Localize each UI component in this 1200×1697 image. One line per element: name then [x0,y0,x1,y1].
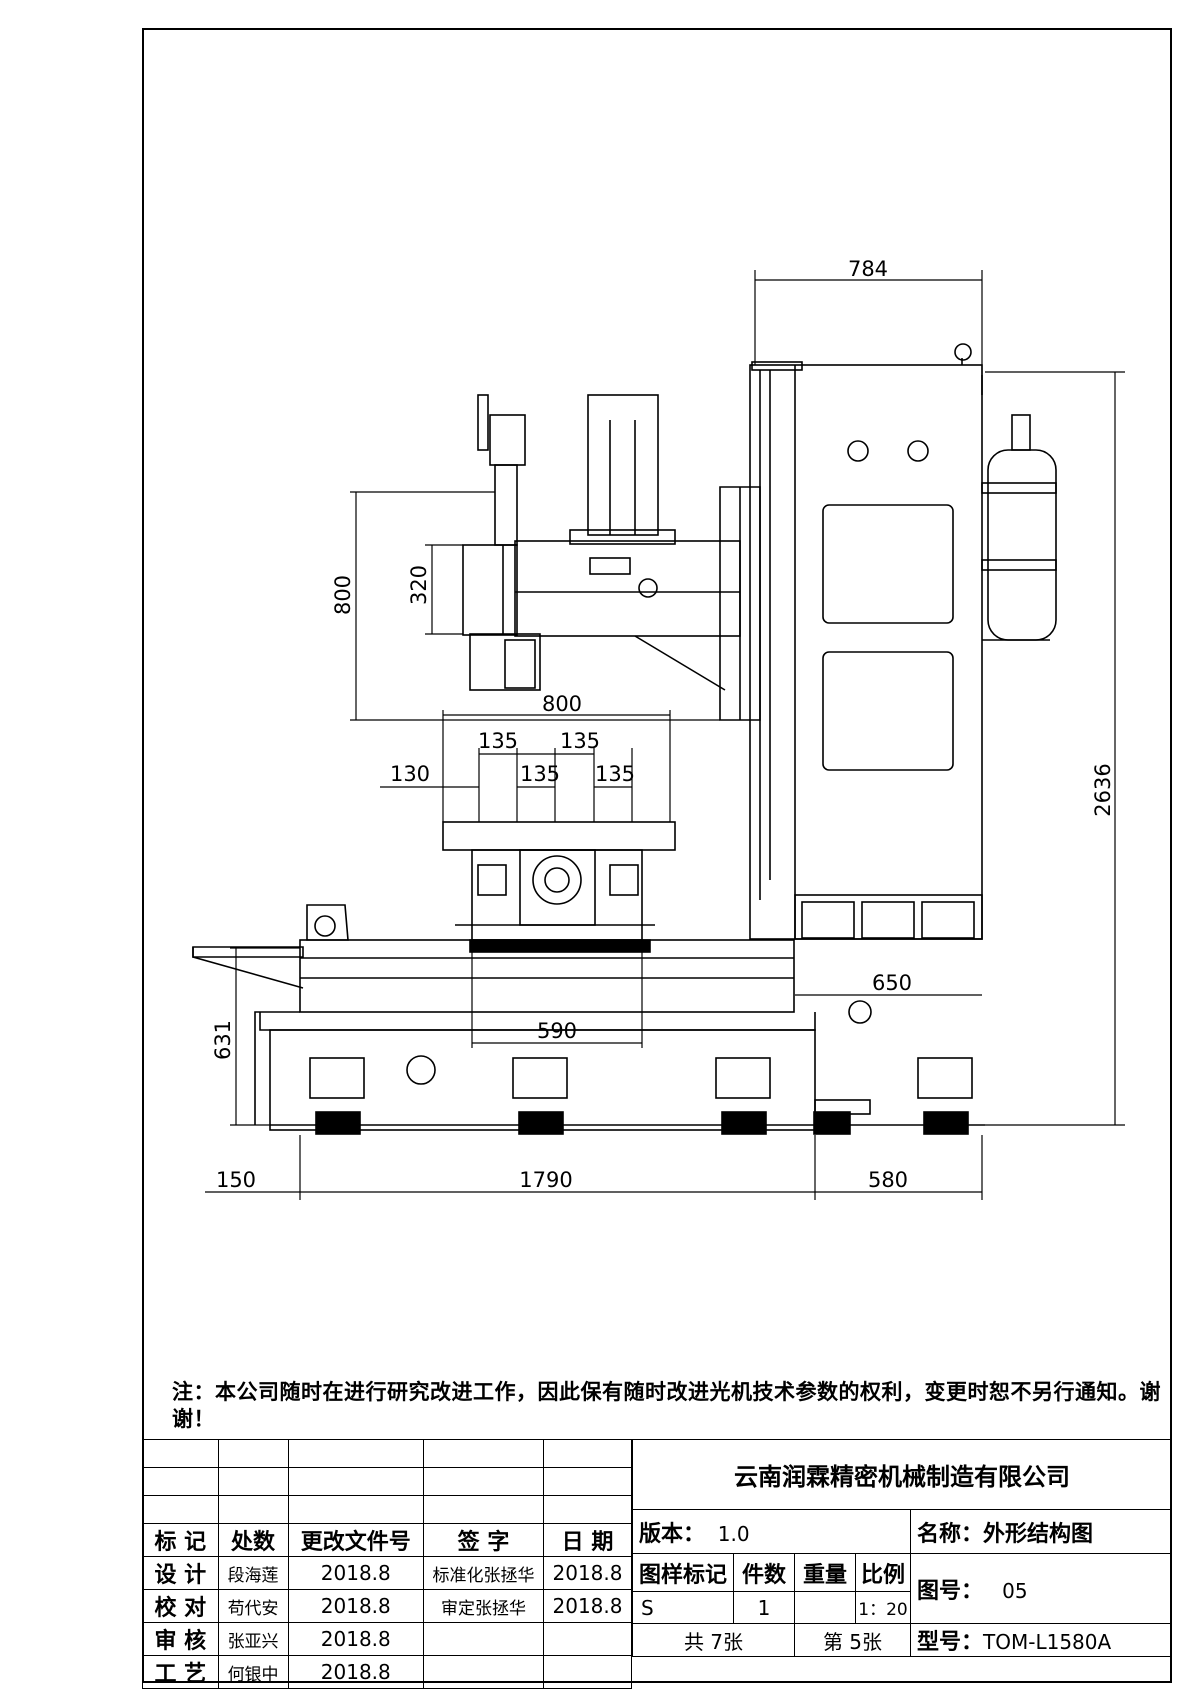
air-tank [981,414,1057,641]
role-process: 工 艺 [142,1655,219,1689]
revision-table: 标 记 处数 更改文件号 签 字 日 期 设 计 段海莲 2018.8 标准化张… [142,1439,632,1689]
model-cell: 型号：TOM-L1580A [910,1623,1172,1657]
machine-bed [192,904,985,1135]
date-design: 2018.8 [287,1556,425,1590]
dim-800-vertical: 800 [331,575,355,615]
dim-135-d: 135 [595,762,635,786]
role-standardization: 标准化张拯华 [423,1556,544,1590]
name-check: 苟代安 [217,1589,289,1623]
dim-784: 784 [848,257,888,281]
disclaimer-note: 注：本公司随时在进行研究改进工作，因此保有随时改进光机技术参数的权利，变更时恕不… [172,1380,1161,1431]
dim-650: 650 [872,971,912,995]
name-cell: 名称：外形结构图 [910,1509,1172,1554]
dim-580: 580 [868,1168,908,1192]
dim-150: 150 [216,1168,256,1192]
role-design: 设 计 [142,1556,219,1590]
count-value: 1 [733,1591,795,1624]
drawing-frame [142,28,1172,1683]
mark-value: S [632,1591,734,1624]
date-process: 2018.8 [287,1655,425,1689]
role-check: 校 对 [142,1589,219,1623]
name-design: 段海莲 [217,1556,289,1590]
name-review: 张亚兴 [217,1622,289,1656]
version-label: 版本： [639,1521,706,1547]
dim-135-c: 135 [520,762,560,786]
role-review: 审 核 [142,1622,219,1656]
date-approval: 2018.8 [543,1589,632,1623]
spindle-head [462,394,761,721]
name-process: 何银中 [217,1655,289,1689]
name-standardization: 张拯华 [483,1565,535,1586]
name-value: 外形结构图 [983,1521,1094,1547]
drawing-no-cell: 图号： 05 [910,1553,1172,1624]
model-value: TOM-L1580A [983,1630,1112,1654]
role-approval-label: 审定 [441,1598,476,1619]
rotary-table [442,821,676,941]
header-date: 日 期 [543,1523,632,1557]
dim-2636: 2636 [1091,763,1115,816]
name-label: 名称： [917,1521,984,1547]
version-value: 1.0 [717,1521,750,1546]
weight-value [794,1591,856,1624]
dim-590: 590 [537,1019,577,1043]
header-mark: 标 记 [142,1523,219,1557]
date-review: 2018.8 [287,1622,425,1656]
total-sheets: 共 7张 [632,1623,795,1657]
dim-800-horizontal: 800 [542,692,582,716]
drawing-no-label: 图号： [917,1578,984,1604]
col-weight: 重量 [794,1553,856,1592]
header-signature: 签 字 [423,1523,544,1557]
dim-135-b: 135 [560,729,600,753]
sheet-number: 第 5张 [794,1623,911,1657]
machine-column [749,343,983,940]
model-label: 型号： [917,1630,984,1655]
title-table: 云南润霖精密机械制造有限公司 版本： 1.0 名称：外形结构图 图样标记 件数 … [632,1439,1172,1657]
name-approval: 张拯华 [475,1598,527,1619]
role-standardization-label: 标准化 [432,1565,484,1586]
header-change-doc: 更改文件号 [287,1523,425,1557]
col-count: 件数 [733,1553,795,1592]
date-standardization: 2018.8 [543,1556,632,1590]
dim-631: 631 [211,1020,235,1060]
drawing-no-value: 05 [1002,1578,1028,1603]
dim-135-a: 135 [478,729,518,753]
role-approval: 审定张拯华 [423,1589,544,1623]
header-count: 处数 [217,1523,289,1557]
company-name: 云南润霖精密机械制造有限公司 [632,1439,1172,1510]
col-scale: 比例 [855,1553,911,1592]
col-drawing-mark: 图样标记 [632,1553,734,1592]
dimension-lines [205,270,1125,1200]
dimension-labels: 784 2636 800 320 800 135 135 130 135 135… [211,257,1115,1192]
version-cell: 版本： 1.0 [632,1509,911,1554]
dim-1790: 1790 [519,1168,572,1192]
scale-value: 1：20 [855,1591,911,1624]
date-check: 2018.8 [287,1589,425,1623]
dim-130: 130 [390,762,430,786]
dim-320: 320 [407,565,431,605]
